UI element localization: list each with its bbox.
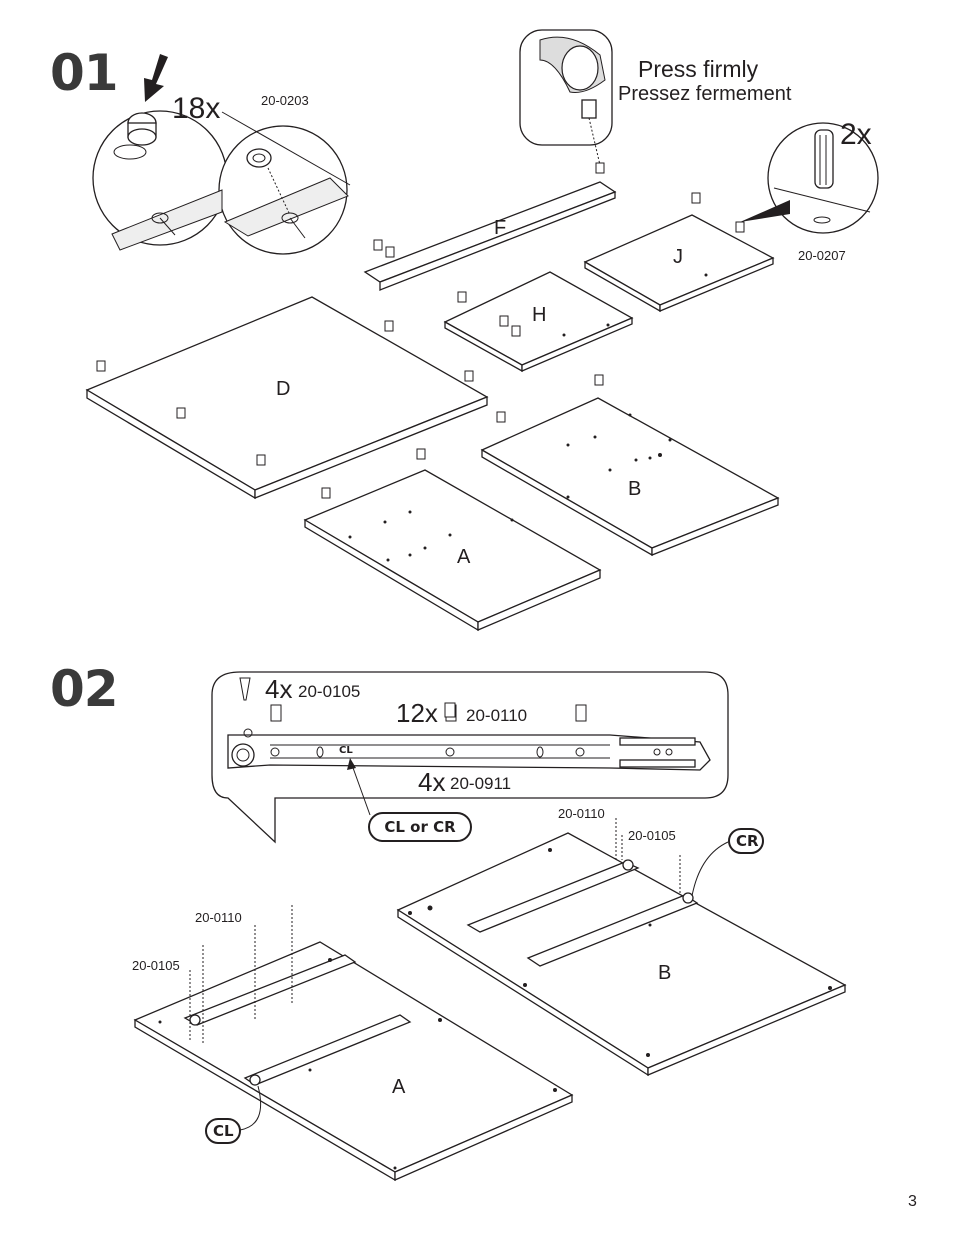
screw-quantity: 4x bbox=[265, 674, 293, 704]
screw-icon bbox=[239, 677, 251, 701]
panel-A-insert-part: 20-0110 bbox=[195, 910, 242, 925]
screw-part-number: 20-0105 bbox=[298, 682, 361, 701]
insert-icon bbox=[270, 704, 282, 722]
slide-B-lower bbox=[526, 894, 699, 967]
slide-B-upper bbox=[466, 861, 640, 933]
press-firmly-text: Press firmly bbox=[638, 56, 759, 82]
panel-label-H: H bbox=[532, 304, 547, 326]
step-number-01: 01 bbox=[50, 44, 119, 102]
panel-label-A-step2: A bbox=[392, 1076, 406, 1098]
page-number: 3 bbox=[908, 1193, 917, 1210]
cr-badge: CR bbox=[728, 828, 764, 854]
slide-quantity: 4x bbox=[418, 767, 446, 797]
cl-or-cr-badge: CL or CR bbox=[368, 812, 472, 842]
panel-label-F: F bbox=[494, 217, 507, 239]
panel-label-J: J bbox=[673, 246, 683, 268]
panel-label-D: D bbox=[276, 378, 291, 400]
step-number-02: 02 bbox=[50, 660, 119, 718]
panel-B bbox=[480, 397, 780, 549]
slide-mark-cl: CL bbox=[339, 745, 353, 756]
panel-F bbox=[363, 181, 617, 283]
insert-part-number: 20-0110 bbox=[466, 706, 528, 725]
panel-label-A: A bbox=[457, 546, 471, 568]
insert-quantity: 12x bbox=[396, 698, 438, 728]
panel-B-insert-part: 20-0110 bbox=[558, 806, 605, 821]
slide-part-number: 20-0911 bbox=[450, 774, 512, 793]
dowel-quantity: 2x bbox=[840, 118, 872, 151]
dowel-part-number: 20-0207 bbox=[798, 248, 846, 263]
cl-badge: CL bbox=[205, 1118, 241, 1144]
panel-A-screw-part: 20-0105 bbox=[132, 958, 180, 973]
drawer-slide-rail bbox=[227, 734, 711, 771]
panel-label-B-step2: B bbox=[658, 962, 672, 984]
press-arrow-icon bbox=[144, 54, 168, 102]
press-firmly-text-fr: Pressez fermement bbox=[618, 83, 792, 105]
panel-label-B: B bbox=[628, 478, 642, 500]
cam-icon-small bbox=[246, 148, 272, 168]
dowel-icon bbox=[814, 129, 834, 189]
cam-lock-part-number: 20-0203 bbox=[261, 93, 309, 108]
cam-lock-quantity: 18x bbox=[172, 92, 221, 125]
panel-B-screw-part: 20-0105 bbox=[628, 828, 676, 843]
